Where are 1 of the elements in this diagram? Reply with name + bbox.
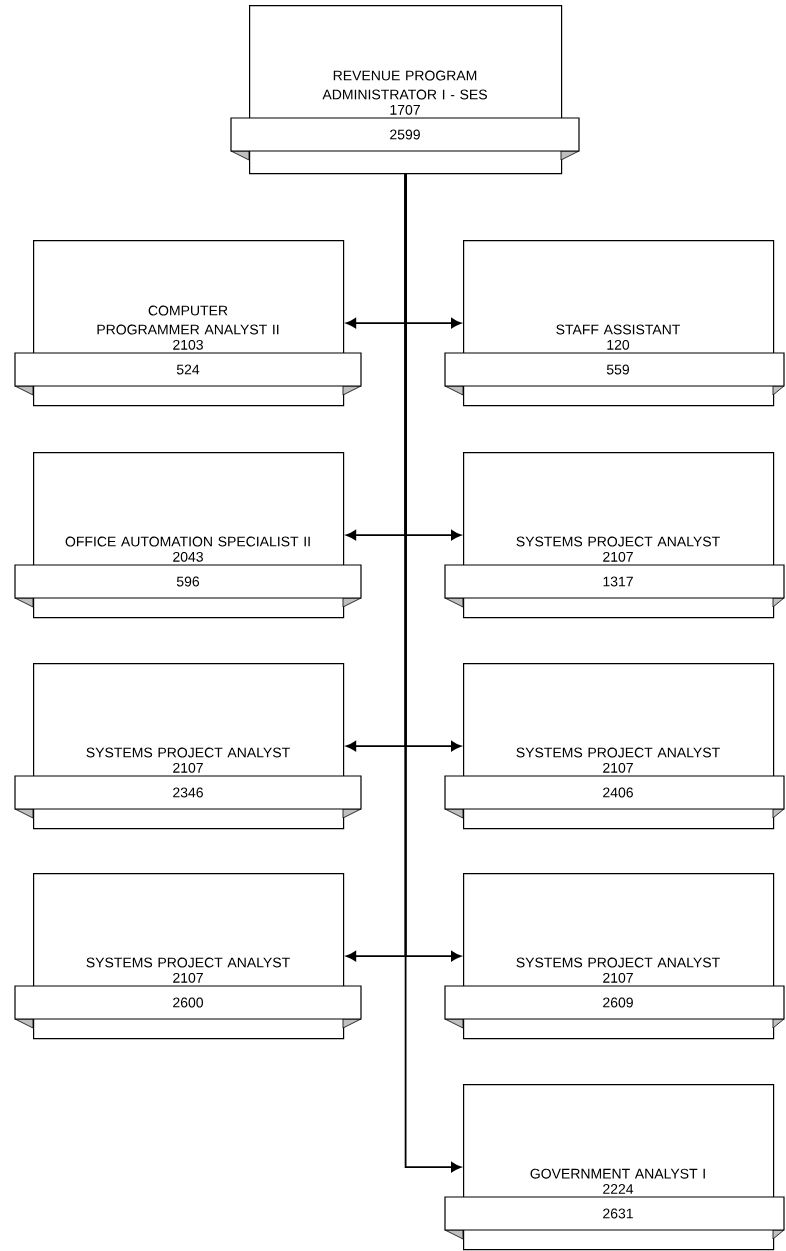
connector-arrow	[404, 173, 462, 1173]
